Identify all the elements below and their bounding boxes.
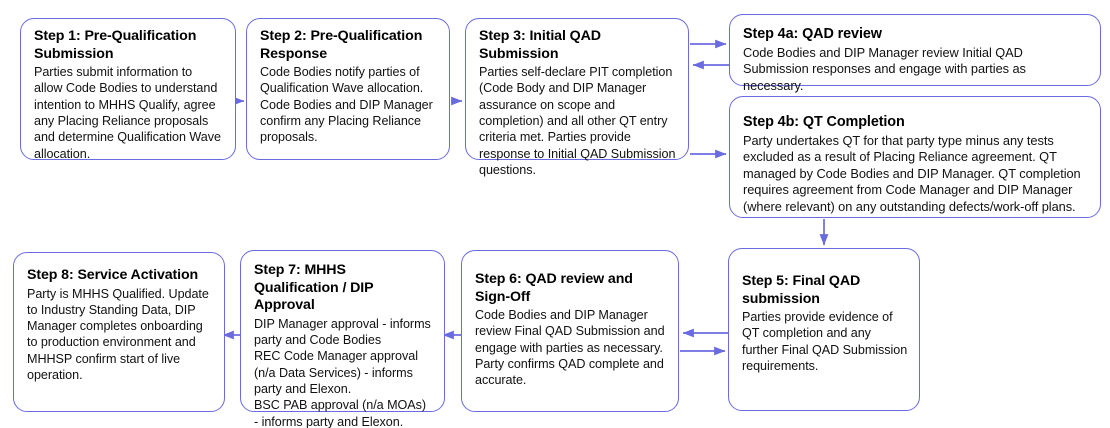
node-step-8[interactable]: Step 8: Service Activation Party is MHHS… (13, 252, 225, 412)
node-step-1[interactable]: Step 1: Pre-Qualification Submission Par… (20, 18, 236, 161)
node-step-8-title: Step 8: Service Activation (27, 267, 199, 283)
node-step-7-body: DIP Manager approval - informs party and… (254, 316, 431, 428)
node-step-6[interactable]: Step 6: QAD review and Sign-Off Code Bod… (461, 250, 679, 412)
node-step-4b-body: Party undertakes QT for that party type … (743, 132, 1081, 214)
node-step-2-title: Step 2: Pre-Qualification Response (260, 28, 423, 62)
node-step-4a-body: Code Bodies and DIP Manager review Initi… (743, 44, 1026, 93)
node-step-3-title: Step 3: Initial QAD Submission (479, 28, 601, 62)
node-step-2[interactable]: Step 2: Pre-Qualification Response Code … (246, 18, 450, 160)
node-step-5-body: Parties provide evidence of QT completio… (742, 310, 908, 374)
node-step-4b[interactable]: Step 4b: QT Completion Party undertakes … (729, 96, 1101, 218)
node-step-5-title: Step 5: Final QAD submission (742, 273, 861, 307)
node-step-4a[interactable]: Step 4a: QAD review Code Bodies and DIP … (729, 14, 1101, 93)
node-step-1-body: Parties submit information to allow Code… (34, 65, 221, 161)
node-step-3-body: Parties self-declare PIT completion (Cod… (479, 65, 676, 177)
node-step-7[interactable]: Step 7: MHHS Qualification / DIP Approva… (240, 250, 445, 428)
node-step-5[interactable]: Step 5: Final QAD submission Parties pro… (728, 248, 920, 411)
node-step-6-body: Code Bodies and DIP Manager review Final… (475, 308, 665, 388)
node-step-4b-title: Step 4b: QT Completion (743, 114, 905, 130)
node-step-6-title: Step 6: QAD review and Sign-Off (475, 271, 633, 305)
node-step-7-title: Step 7: MHHS Qualification / DIP Approva… (254, 262, 374, 314)
node-step-4a-title: Step 4a: QAD review (743, 26, 882, 42)
node-step-8-body: Party is MHHS Qualified. Update to Indus… (27, 286, 209, 383)
node-step-2-body: Code Bodies notify parties of Qualificat… (260, 65, 433, 145)
node-step-1-title: Step 1: Pre-Qualification Submission (34, 28, 197, 62)
node-step-3[interactable]: Step 3: Initial QAD Submission Parties s… (465, 18, 689, 177)
